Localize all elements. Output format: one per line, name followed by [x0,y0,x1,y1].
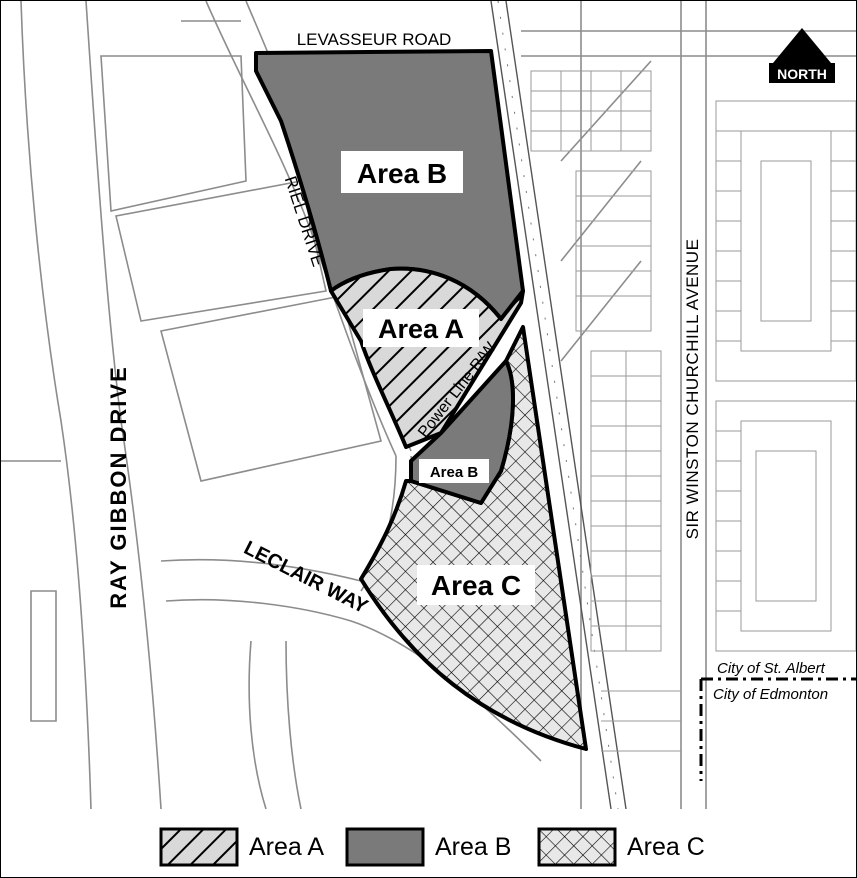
zoning-map: NORTH LEVASSEUR ROAD RIEL DRIVE RAY GIBB… [1,1,856,809]
area-a-label: Area A [378,314,464,344]
municipal-boundary [699,677,856,781]
levasseur-road-label: LEVASSEUR ROAD [297,30,452,49]
legend-label-area-b: Area B [435,832,512,861]
st-albert-label-group: City of St. Albert [713,657,856,677]
map-legend: Area A Area B Area C [1,809,856,877]
north-arrow-icon [773,28,831,63]
area-b-north-label-group: Area B [341,151,463,193]
area-a-label-group: Area A [363,309,479,347]
area-b-swatch [345,827,425,867]
edmonton-label-group: City of Edmonton [707,683,856,703]
sir-winston-churchill-avenue-label: SIR WINSTON CHURCHILL AVENUE [683,239,702,540]
residential-parcels [530,70,856,752]
area-b-north-label: Area B [357,158,447,189]
legend-item-area-c: Area C [537,827,705,867]
road-network [1,1,856,809]
ray-gibbon-drive-label: RAY GIBBON DRIVE [106,365,131,609]
area-a-swatch [159,827,239,867]
legend-item-area-b: Area B [345,827,511,867]
legend-label-area-c: Area C [627,832,705,861]
st-albert-label: City of St. Albert [717,660,826,677]
area-c-label-group: Area C [417,565,535,605]
area-c-swatch [537,827,617,867]
leclair-way-label: LECLAIR WAY [240,537,372,619]
area-b-south-label-group: Area B [419,459,489,483]
area-b-south-label: Area B [430,464,479,481]
edmonton-label: City of Edmonton [713,686,828,703]
legend-item-area-a: Area A [159,827,324,867]
area-c-label: Area C [431,570,521,601]
north-label: NORTH [777,66,827,82]
north-compass: NORTH [769,28,835,83]
legend-label-area-a: Area A [249,832,325,861]
